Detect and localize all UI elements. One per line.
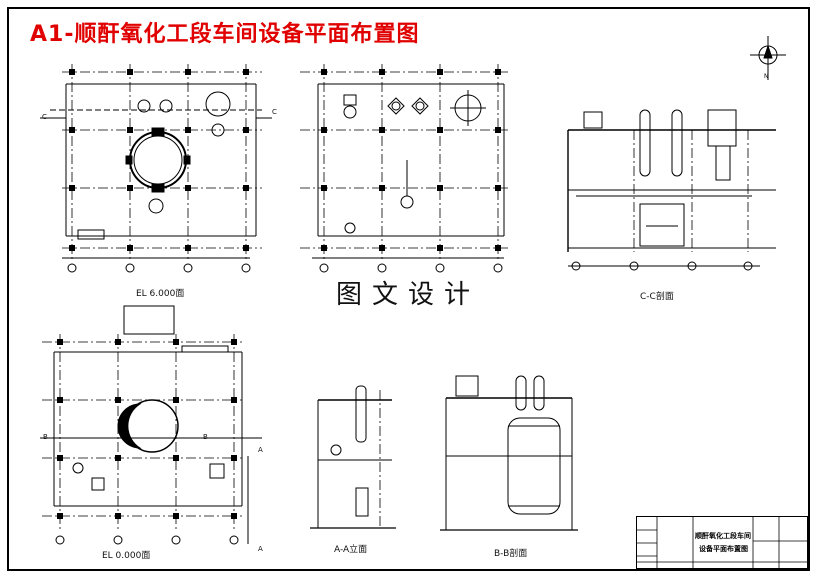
drawing-frame [7,7,810,571]
title-block-name-line1: 顺酐氧化工段车间 [695,532,751,540]
el0000-plan [40,305,262,545]
el6000-plan [40,64,272,262]
middle-plan [300,64,510,262]
title-block-grid [637,517,809,570]
view-label-cc: C-C剖面 [640,292,674,302]
cc-section [567,109,776,271]
bb-section [440,375,578,531]
section-mark-b-right: B [203,433,208,441]
svg-text:N: N [764,73,769,80]
el6000-axis-bubbles [67,263,251,273]
section-mark-b-left: B [43,433,48,441]
middle-plan-columns [321,69,501,251]
section-mark-a-top: A [258,446,263,454]
drawing-title: A1-顺酐氧化工段车间设备平面布置图 [30,22,420,47]
title-block: 顺酐氧化工段车间 设备平面布置图 [636,516,809,570]
aa-elevation [310,385,396,529]
view-label-el0000: EL 0.000面 [102,551,151,561]
el0000-columns [57,339,237,519]
title-block-name-line2: 设备平面布置图 [699,545,748,553]
el6000-columns [69,69,249,251]
section-mark-c-left: C [42,113,47,121]
view-label-el6000: EL 6.000面 [136,289,185,299]
view-label-bb: B-B剖面 [494,549,528,559]
north-arrow-icon: N [750,36,786,80]
section-mark-a-bottom: A [258,545,263,553]
middle-plan-axis-bubbles [319,263,503,273]
section-mark-c-right: C [272,108,277,116]
watermark-text: 图文设计 [336,280,481,310]
view-label-aa: A-A立面 [334,545,368,555]
